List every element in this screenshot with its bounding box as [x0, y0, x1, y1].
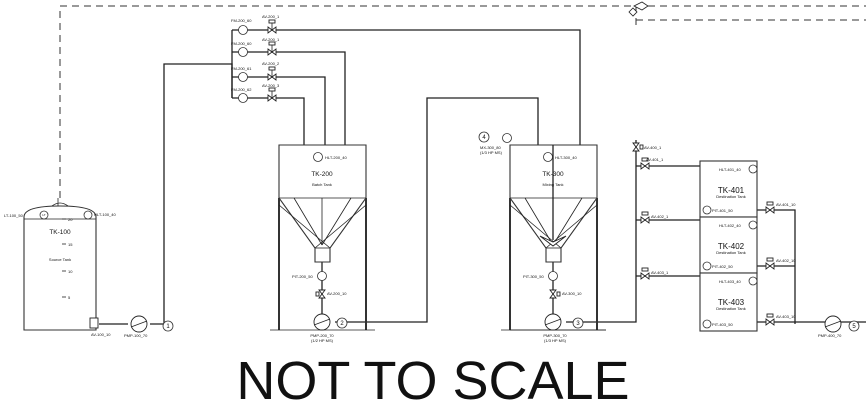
tk-402-name: TK-402 [718, 242, 745, 251]
tk-403-desc: Destination Tank [716, 306, 746, 311]
tank-tk-403[interactable]: TK-403 Destination Tank [699, 272, 758, 332]
mx-300-label: MX-300_80 [480, 145, 501, 150]
av-401-10-label: AV-401_10 [776, 202, 796, 207]
lt-100-label: LT-100_50 [4, 213, 24, 218]
av-200-1-label: AV-200_1 [262, 37, 280, 42]
tk-401-name: TK-401 [718, 186, 745, 195]
av-100-10-label: AV-100_10 [91, 332, 111, 337]
callout-2: 2 [336, 317, 348, 329]
tk-100-level-10: 10 [68, 269, 73, 274]
callout-5: 5 [848, 320, 860, 332]
tank-tk-401[interactable]: TK-401 Destination Tank [699, 160, 758, 218]
pmp-200-label: PMP-200_70 [310, 333, 334, 338]
callout-3-text: 3 [576, 321, 580, 327]
tk-403-name: TK-403 [718, 298, 745, 307]
pit-403-label: PIT-403_50 [712, 322, 733, 327]
pit-402-label: PIT-402_50 [712, 264, 733, 269]
hlt-200-label: HLT-200_40 [325, 155, 347, 160]
fm-200-60b-label: FM-200_60 [231, 41, 252, 46]
callout-3: 3 [572, 317, 584, 329]
pit-401-label: PIT-401_50 [712, 208, 733, 213]
av-200-1a-label: AV-200_1 [262, 14, 280, 19]
av-403-10-label: AV-403_10 [776, 314, 796, 319]
pmp-200-rating: (1/2 HP MS) [311, 338, 334, 343]
not-to-scale-note: NOT TO SCALE [236, 351, 629, 403]
tank-tk-402[interactable]: TK-402 Destination Tank [699, 216, 758, 274]
tk-100-name: TK-100 [49, 229, 71, 236]
pump-pmp-300[interactable] [544, 313, 562, 331]
tk-300-desc: Mixing Tank [542, 182, 563, 187]
av-200-3-label: AV-200_3 [262, 83, 280, 88]
av-400-1-label: AV-400_1 [644, 145, 662, 150]
hlt-403-label: HLT-403_40 [719, 279, 741, 284]
callout-2-text: 2 [340, 321, 344, 327]
callout-1: 1 [162, 320, 174, 332]
av-402-10-label: AV-402_10 [776, 258, 796, 263]
av-200-10-label: AV-200_10 [327, 291, 347, 296]
mx-300-rating: (1/3 HP MS) [480, 150, 503, 155]
hlt-402-label: HLT-402_40 [719, 223, 741, 228]
pump-pmp-200[interactable] [313, 313, 331, 331]
tank-tk-300[interactable]: TK-300 Mixing Tank [501, 144, 606, 331]
tk-402-desc: Destination Tank [716, 250, 746, 255]
pmp-400-label: PMP-400_70 [818, 333, 842, 338]
av-200-2-label: AV-200_2 [262, 61, 280, 66]
distribution-valves [632, 142, 775, 326]
tank-tk-200[interactable]: TK-200 Batch Tank [270, 144, 375, 331]
hlt-300-label: HLT-300_40 [555, 155, 577, 160]
av-401-1-label: AV-401_1 [646, 157, 664, 162]
callout-4-text: 4 [482, 135, 486, 141]
hlt-100-label: HLT-100_40 [94, 212, 116, 217]
pit-300-label: PIT-300_50 [523, 274, 544, 279]
tank-tk-100[interactable]: LT TK-100 Source Tank 20 15 10 5 [23, 198, 99, 331]
tk-300-name: TK-300 [542, 171, 564, 178]
callout-1-text: 1 [166, 324, 170, 330]
pump-pmp-100[interactable] [130, 315, 148, 333]
av-300-10-label: AV-300_10 [562, 291, 582, 296]
av-403-1-label: AV-403_1 [651, 270, 669, 275]
pit-200-label: PIT-200_50 [292, 274, 313, 279]
fm-200-61-label: FM-200_61 [231, 66, 252, 71]
tk-401-desc: Destination Tank [716, 194, 746, 199]
callout-5-text: 5 [852, 324, 856, 330]
pmp-100-label: PMP-100_70 [124, 333, 148, 338]
pump-pmp-400[interactable] [824, 315, 842, 333]
fm-200-60-label: FM-200_60 [231, 18, 252, 23]
pmp-300-rating: (1/3 HP MS) [544, 338, 567, 343]
tk-200-name: TK-200 [311, 171, 333, 178]
tk-100-level-15: 15 [68, 242, 73, 247]
tk-200-desc: Batch Tank [312, 182, 332, 187]
manifold-instruments [238, 19, 277, 103]
tk-100-level-20: 20 [68, 217, 73, 222]
tk-100-level-5: 5 [68, 295, 71, 300]
hlt-401-label: HLT-401_40 [719, 167, 741, 172]
av-402-1-label: AV-402_1 [651, 214, 669, 219]
lt-100-bubble-text: LT [42, 213, 45, 217]
callout-4: 4 [478, 131, 490, 143]
control-signal-lines [59, 1, 866, 198]
fm-200-62-label: FM-200_62 [231, 87, 252, 92]
tk-100-desc: Source Tank [49, 257, 71, 262]
pmp-300-label: PMP-300_70 [543, 333, 567, 338]
